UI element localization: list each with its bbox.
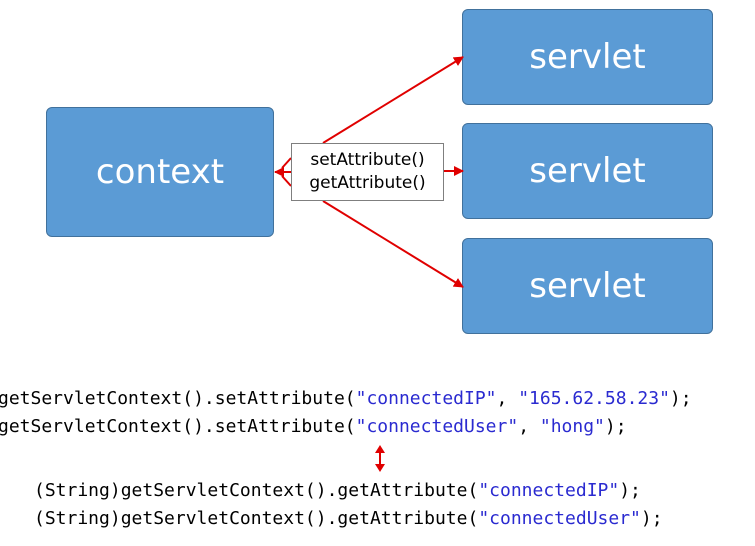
code-double-arrow-head-down [375, 464, 385, 472]
servlet-box-2: servlet [462, 123, 713, 219]
servlet-box-1: servlet [462, 9, 713, 105]
set-attribute-label: setAttribute() [310, 150, 425, 170]
servlet-box-3: servlet [462, 238, 713, 334]
code-string: "165.62.58.23" [518, 388, 670, 409]
context-label: context [95, 152, 225, 192]
code-line-set-user: getServletContext().setAttribute("connec… [0, 416, 627, 437]
code-call: (String)getServletContext().getAttribute… [34, 508, 479, 529]
code-line-set-ip: getServletContext().setAttribute("connec… [0, 388, 692, 409]
code-string: "connectedUser" [355, 416, 519, 437]
arrow-connector-upper [281, 157, 292, 169]
get-attribute-label: getAttribute() [309, 173, 426, 193]
code-suffix: ); [669, 388, 692, 409]
servlet-label: servlet [529, 37, 646, 77]
servlet-label: servlet [529, 151, 646, 191]
code-separator: , [496, 388, 519, 409]
code-suffix: ); [619, 480, 641, 501]
arrow-connector-lower [281, 175, 292, 187]
code-double-arrow-head-up [375, 445, 385, 453]
code-line-get-user: (String)getServletContext().getAttribute… [34, 508, 663, 529]
code-line-get-ip: (String)getServletContext().getAttribute… [34, 480, 641, 501]
method-label-box: setAttribute() getAttribute() [291, 143, 444, 201]
code-suffix: ); [604, 416, 627, 437]
code-suffix: ); [640, 508, 663, 529]
context-box: context [46, 107, 274, 237]
arrow-to-servlet-1 [322, 56, 464, 144]
code-string: "connectedIP" [478, 480, 620, 501]
code-separator: , [518, 416, 540, 437]
code-string: "connectedUser" [478, 508, 641, 529]
servlet-label: servlet [529, 266, 646, 306]
code-call: (String)getServletContext().getAttribute… [34, 480, 479, 501]
code-string: "hong" [539, 416, 605, 437]
code-string: "connectedIP" [355, 388, 497, 409]
code-call: getServletContext().setAttribute( [0, 388, 356, 409]
code-call: getServletContext().setAttribute( [0, 416, 356, 437]
arrow-to-servlet-3 [322, 200, 464, 288]
